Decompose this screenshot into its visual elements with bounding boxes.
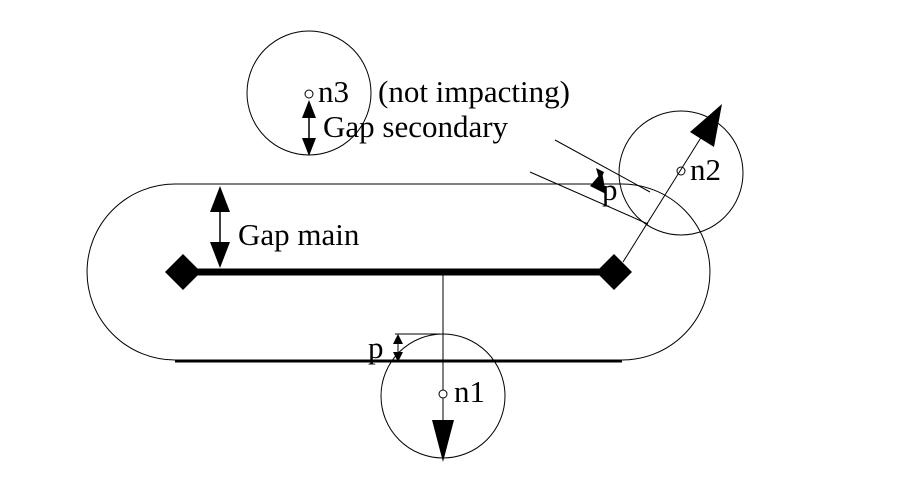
- label-gap-main: Gap main: [238, 217, 360, 252]
- label-gap-secondary: Gap secondary: [323, 109, 509, 144]
- label-p-right: p: [602, 172, 618, 207]
- gap-secondary-leader: [554, 139, 651, 193]
- p-right-leader: [529, 171, 649, 225]
- gap-envelope-outline: [86, 183, 711, 361]
- n2-direction-line: [622, 127, 708, 263]
- gap-main-arrow: [210, 186, 230, 268]
- label-n3: n3: [318, 74, 349, 109]
- gap-secondary-arrow: [302, 100, 316, 156]
- label-n3-note: (not impacting): [378, 74, 570, 109]
- n2-direction-arrowhead: [690, 104, 722, 147]
- n1-direction-arrowhead: [432, 420, 454, 462]
- node-n1-center: [438, 389, 448, 399]
- label-n2: n2: [690, 152, 721, 187]
- node-n2-circle: [618, 110, 744, 236]
- p-bottom-arrow: [393, 333, 440, 362]
- p-right-arrow: [590, 168, 606, 194]
- node-n1-circle: [380, 333, 506, 459]
- right-end-node-diamond: [596, 254, 632, 290]
- left-end-node-diamond: [165, 254, 201, 290]
- label-n1: n1: [454, 374, 485, 409]
- label-p-bottom: p: [368, 330, 384, 365]
- node-n3-center: [304, 89, 314, 99]
